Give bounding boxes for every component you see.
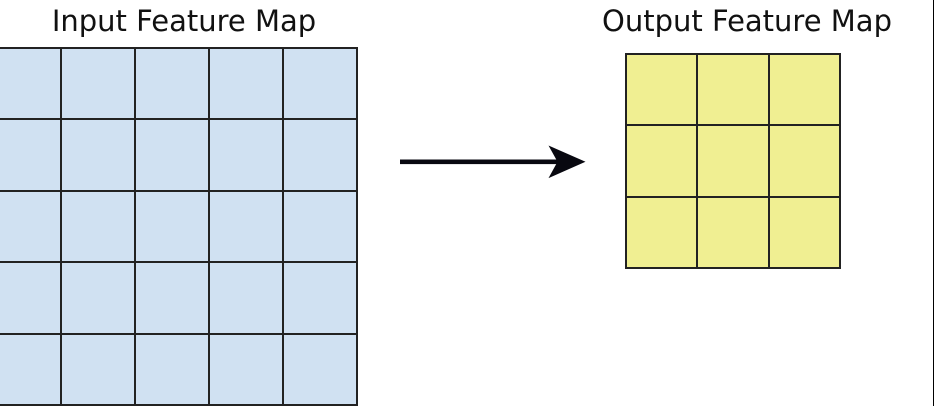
- input-cell: [284, 263, 356, 333]
- input-cell: [62, 334, 134, 404]
- input-cell: [0, 120, 60, 190]
- output-feature-map-grid: [625, 53, 841, 269]
- input-cell: [0, 191, 60, 262]
- input-cell: [62, 120, 134, 190]
- input-cell: [284, 191, 356, 262]
- output-cell: [627, 55, 697, 125]
- input-cell: [136, 334, 208, 404]
- input-cell: [136, 263, 208, 333]
- input-feature-map-grid: [0, 47, 358, 406]
- output-cell: [769, 126, 839, 196]
- input-cell: [210, 49, 282, 119]
- input-cell: [210, 120, 282, 190]
- input-cell: [284, 334, 356, 404]
- output-cell: [698, 197, 768, 267]
- output-cell: [627, 197, 697, 267]
- input-cell: [62, 191, 134, 262]
- input-cell: [136, 49, 208, 119]
- input-cell: [284, 120, 356, 190]
- output-cell: [769, 197, 839, 267]
- input-cell: [136, 120, 208, 190]
- input-cell: [210, 334, 282, 404]
- input-cell: [284, 49, 356, 119]
- output-cell: [698, 55, 768, 125]
- input-cell: [0, 263, 60, 333]
- output-cell: [698, 126, 768, 196]
- output-feature-map-title: Output Feature Map: [602, 4, 892, 38]
- input-cell: [0, 334, 60, 404]
- output-cell: [627, 126, 697, 196]
- input-cell: [210, 263, 282, 333]
- input-cell: [136, 191, 208, 262]
- output-cell: [769, 55, 839, 125]
- input-cell: [210, 191, 282, 262]
- input-cell: [62, 49, 134, 119]
- input-cell: [0, 49, 60, 119]
- input-cell: [62, 263, 134, 333]
- transform-arrow-icon: [400, 145, 586, 179]
- input-feature-map-title: Input Feature Map: [51, 4, 317, 38]
